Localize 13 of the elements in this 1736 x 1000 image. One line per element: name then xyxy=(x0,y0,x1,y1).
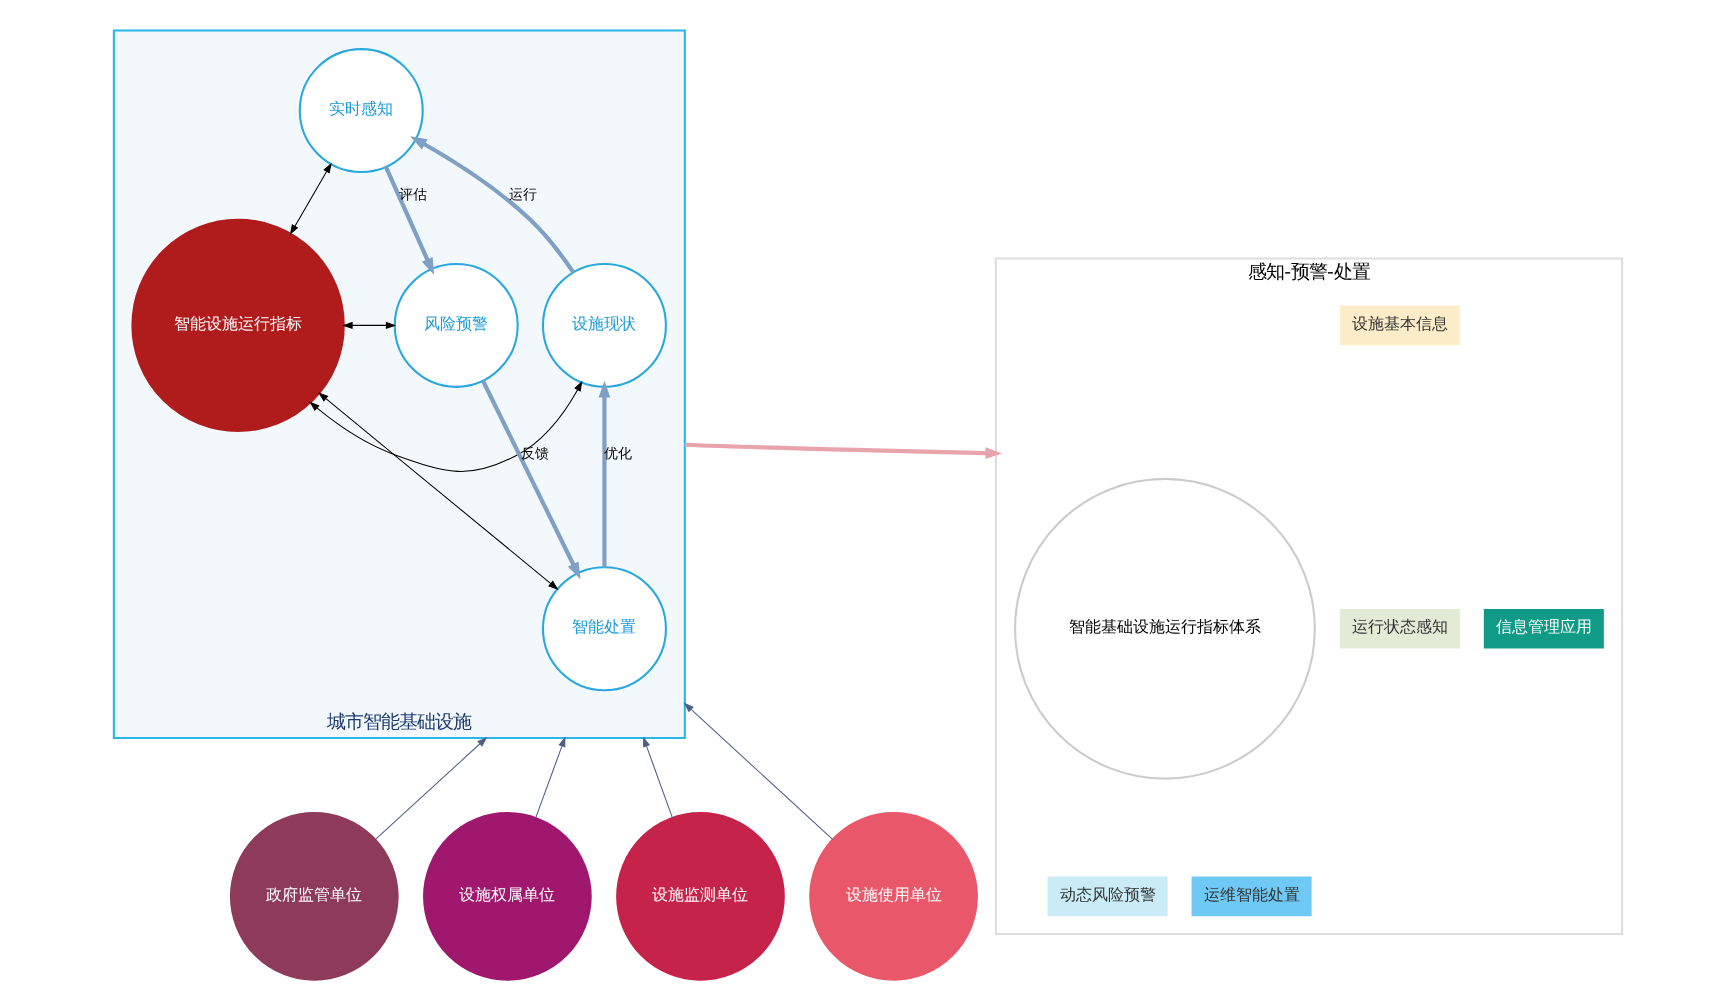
arrow xyxy=(374,735,488,839)
arrow xyxy=(535,735,566,818)
arrow xyxy=(342,320,397,329)
arrow xyxy=(289,161,332,234)
arrow xyxy=(643,735,673,818)
arrow xyxy=(384,165,435,274)
arrow xyxy=(309,379,583,471)
arrow xyxy=(318,391,559,589)
arrow xyxy=(684,441,1003,458)
arrow xyxy=(598,379,611,567)
arrow xyxy=(410,135,576,273)
arrow xyxy=(683,701,834,839)
arrow xyxy=(481,378,581,579)
